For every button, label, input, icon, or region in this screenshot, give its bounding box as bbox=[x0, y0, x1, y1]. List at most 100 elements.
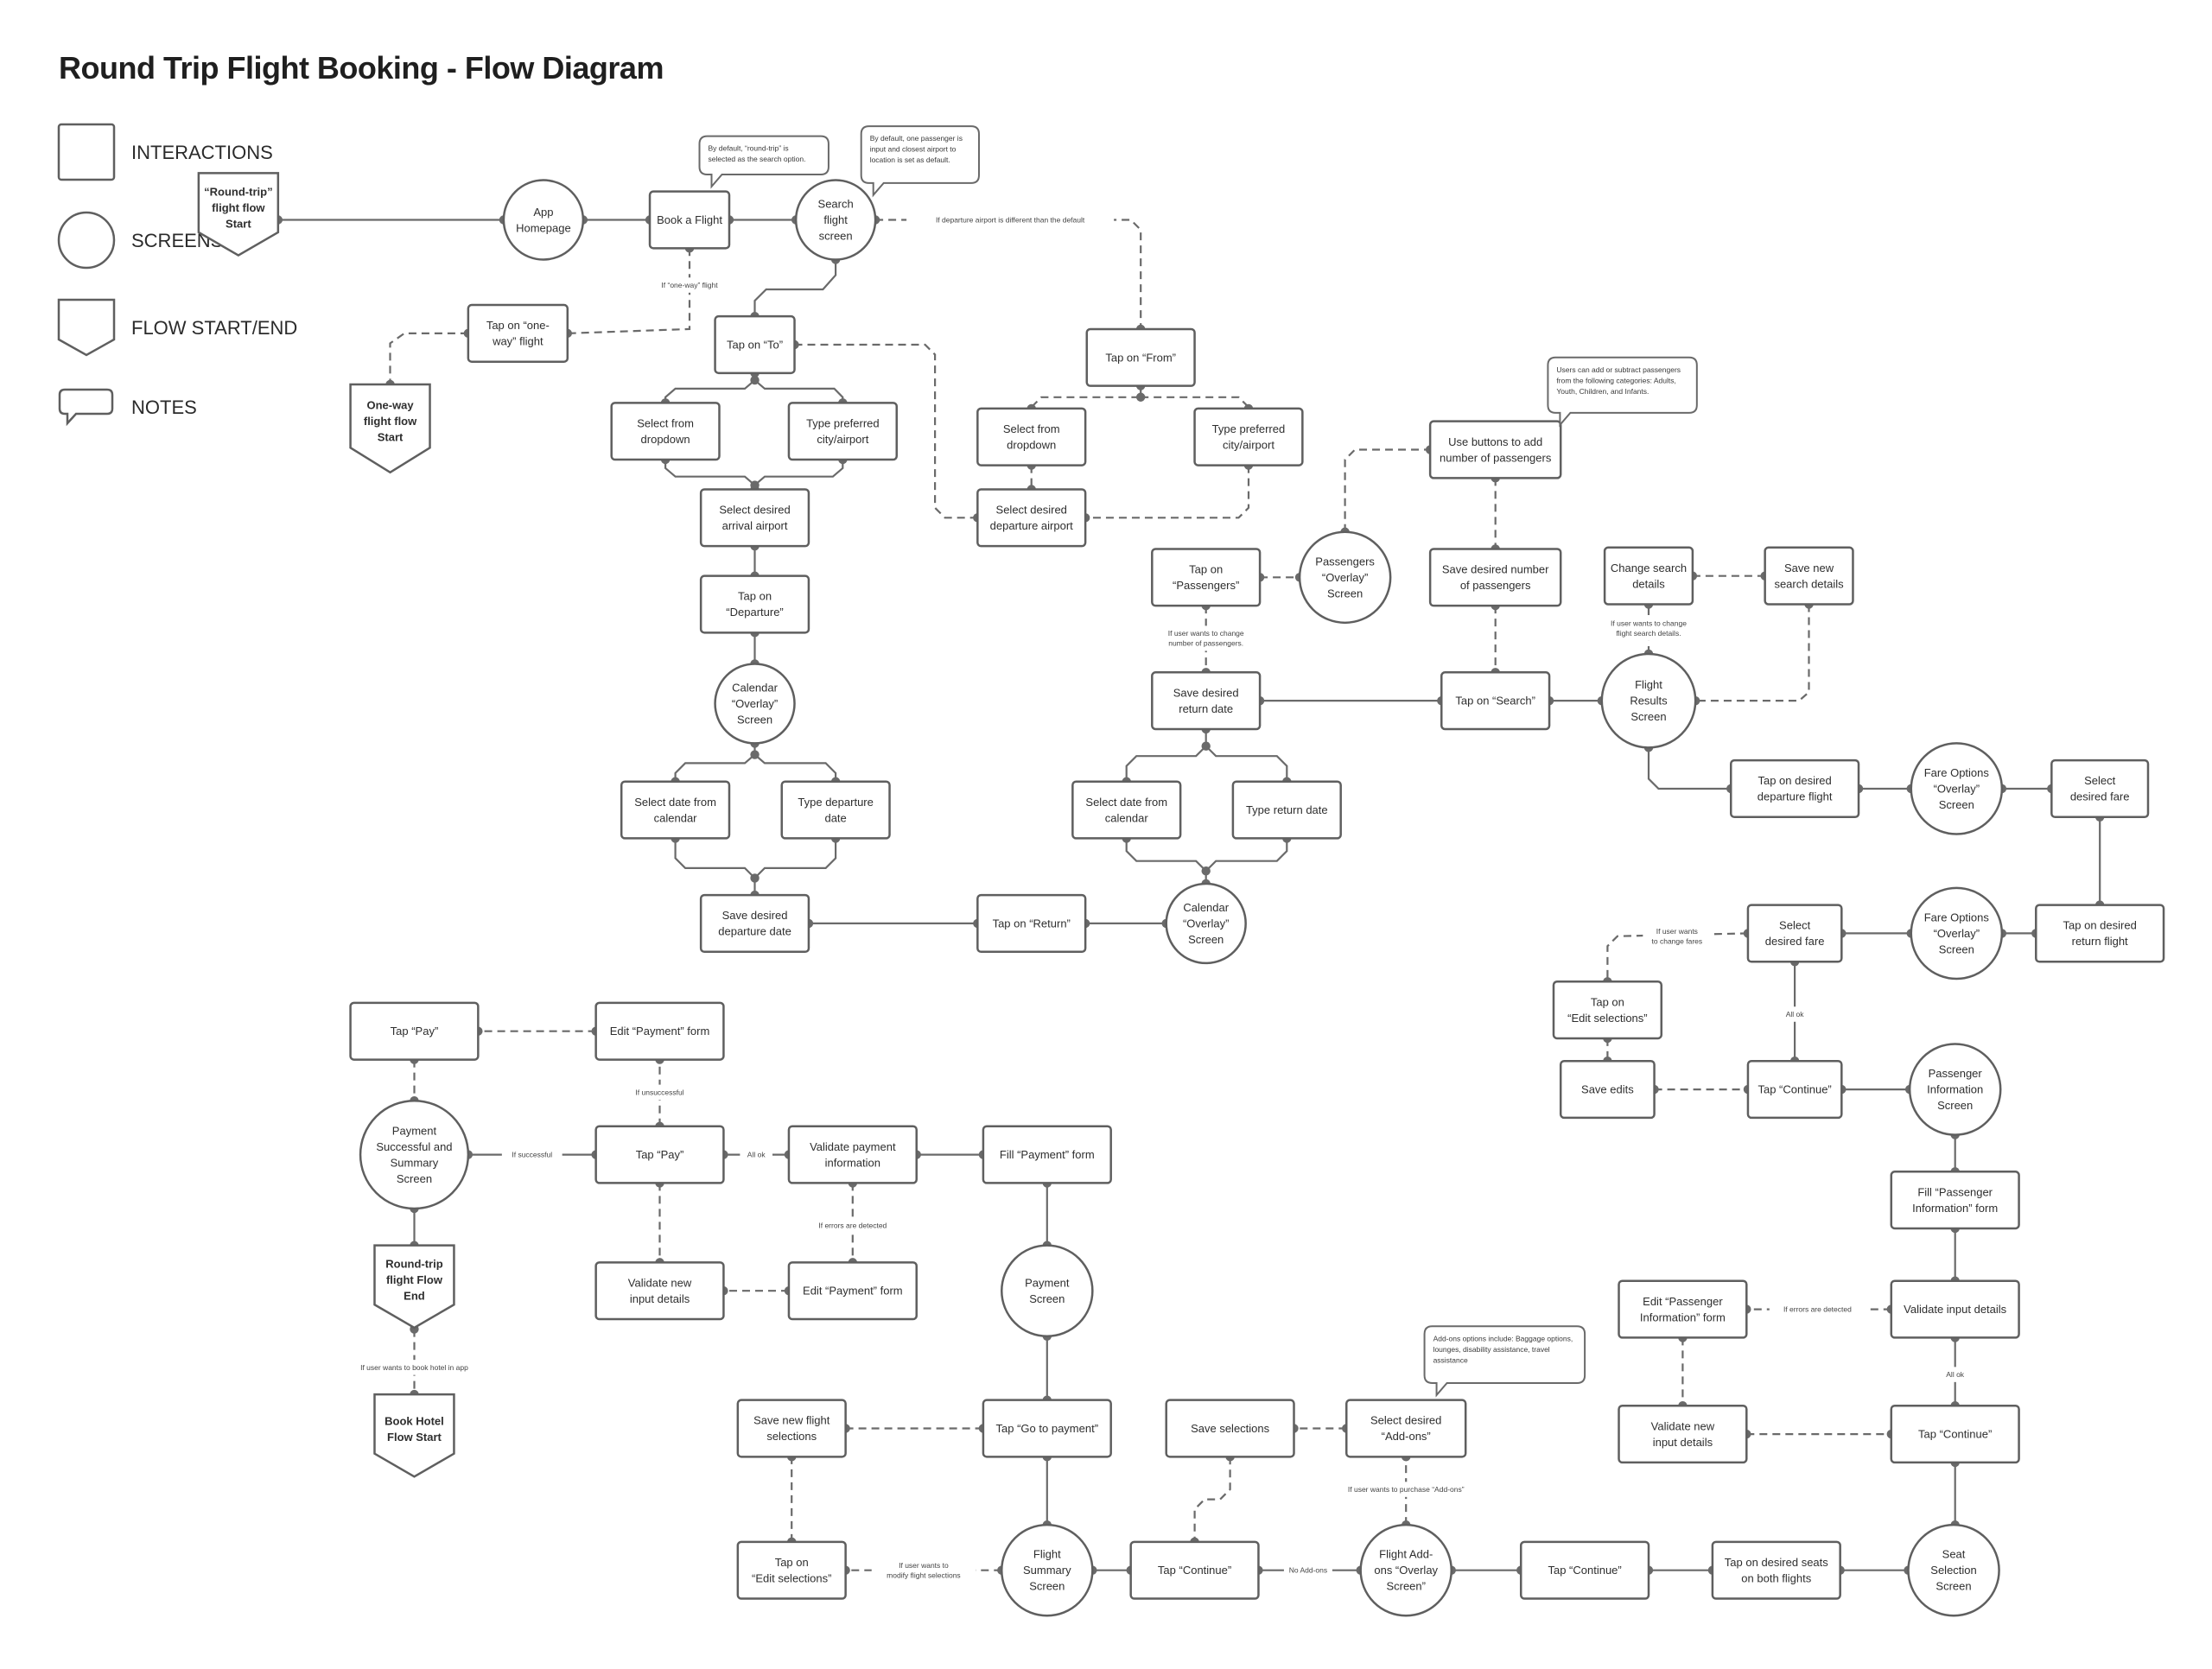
node-label: Information” form bbox=[1912, 1202, 1998, 1215]
node-tap-return: Tap on “Return” bbox=[976, 893, 1087, 954]
node-label: date bbox=[824, 811, 846, 824]
legend-label: NOTES bbox=[131, 397, 197, 418]
node-label: Tap on “From” bbox=[1105, 351, 1176, 364]
action-box bbox=[787, 1125, 918, 1184]
node-label: Passengers bbox=[1315, 555, 1375, 568]
node-label: Use buttons to add bbox=[1448, 435, 1542, 448]
action-box bbox=[1151, 671, 1262, 731]
node-label: Selection bbox=[1930, 1564, 1976, 1577]
edge-label-text: All ok bbox=[747, 1151, 766, 1159]
node-label: Book a Flight bbox=[657, 213, 722, 226]
edge-label-text: to change fares bbox=[1652, 936, 1703, 945]
node-label: number of passengers bbox=[1440, 451, 1552, 464]
edge-label-text: If user wants to book hotel in app bbox=[360, 1363, 468, 1372]
node-label: Select from bbox=[1003, 422, 1060, 435]
edge-label-text: All ok bbox=[1786, 1010, 1805, 1019]
node-label: flight flow bbox=[364, 415, 417, 428]
node-save-edits: Save edits bbox=[1559, 1059, 1656, 1120]
connector bbox=[753, 259, 837, 317]
edge-label-bg bbox=[1332, 1482, 1480, 1497]
node-tap-edit-sel2: Tap on“Edit selections” bbox=[736, 1540, 847, 1600]
note-bubble bbox=[860, 125, 980, 198]
node-label: departure flight bbox=[1758, 790, 1833, 803]
dashed-connector bbox=[567, 248, 691, 334]
legend-circle-icon bbox=[57, 211, 116, 270]
node-tap-search: Tap on “Search” bbox=[1440, 671, 1551, 731]
node-label: Flow Start bbox=[387, 1431, 442, 1444]
node-label: “Round-trip” bbox=[204, 185, 272, 198]
node-label: information bbox=[825, 1156, 880, 1169]
edge-label-all-ok-2: All ok bbox=[1938, 1367, 1972, 1382]
connector bbox=[753, 753, 837, 782]
node-label: Screen bbox=[1936, 1580, 1971, 1593]
action-box bbox=[620, 780, 731, 840]
node-tap-edit-sel1: Tap on“Edit selections” bbox=[1552, 980, 1663, 1040]
connector bbox=[753, 838, 837, 879]
edge-label-book-hotel: If user wants to book hotel in app bbox=[342, 1360, 486, 1375]
node-label: city/airport bbox=[1223, 438, 1274, 451]
dashed-connector bbox=[389, 332, 468, 384]
node-label: dropdown bbox=[1007, 438, 1056, 451]
edge-label-bg bbox=[740, 1146, 772, 1163]
node-label: Type return date bbox=[1246, 803, 1328, 816]
node-label: Screen bbox=[1939, 942, 1974, 955]
node-tap-oneway: Tap on “one-way” flight bbox=[467, 303, 569, 363]
node-label: Tap on “Search” bbox=[1455, 695, 1535, 708]
dashed-connector bbox=[875, 219, 1142, 329]
edge-label-bg bbox=[626, 1084, 695, 1101]
node-label: Select desired bbox=[719, 504, 790, 517]
node-label: Screen bbox=[1029, 1580, 1065, 1593]
node-label: flight flow bbox=[212, 201, 265, 214]
node-label: Fill “Passenger bbox=[1917, 1185, 1993, 1198]
edge-label-dep-airport: If departure airport is different than t… bbox=[906, 212, 1115, 228]
action-box bbox=[780, 780, 891, 840]
node-fare-opts1: Fare Options“Overlay”Screen bbox=[1910, 742, 2004, 835]
edge-label-text: If errors are detected bbox=[1783, 1305, 1852, 1314]
node-tap-from: Tap on “From” bbox=[1085, 327, 1196, 387]
note-addons-options: Add-ons options include: Baggage options… bbox=[1423, 1325, 1586, 1398]
node-label: calendar bbox=[654, 811, 698, 824]
connector bbox=[674, 743, 756, 782]
node-tap-continue4: Tap “Continue” bbox=[1129, 1540, 1260, 1600]
node-type-city-from: Type preferred city/airport bbox=[1193, 407, 1304, 466]
node-label: Save new bbox=[1784, 562, 1834, 574]
node-label: Tap “Go to payment” bbox=[996, 1422, 1099, 1435]
note-bubble bbox=[698, 135, 830, 189]
node-label: Save selections bbox=[1191, 1422, 1270, 1435]
node-label: Type preferred bbox=[1212, 422, 1286, 435]
node-label: flight Flow bbox=[386, 1273, 443, 1286]
dashed-connector bbox=[1193, 1456, 1231, 1542]
edge-label-text: If departure airport is different than t… bbox=[936, 216, 1085, 225]
edge-label-bg bbox=[871, 1558, 976, 1583]
action-box bbox=[594, 1261, 725, 1321]
node-label: Select date from bbox=[634, 796, 716, 809]
node-label: ons “Overlay bbox=[1374, 1564, 1438, 1577]
action-box bbox=[1746, 1059, 1843, 1120]
action-box bbox=[1552, 980, 1663, 1040]
action-box bbox=[982, 1399, 1112, 1458]
node-label: Passenger bbox=[1929, 1067, 1983, 1080]
connector bbox=[1125, 838, 1207, 884]
node-label: search details bbox=[1774, 577, 1844, 590]
action-box bbox=[1711, 1540, 1841, 1600]
node-label: Fill “Payment” form bbox=[1000, 1148, 1095, 1161]
node-label: Payment bbox=[1025, 1276, 1070, 1289]
node-label: Screen bbox=[1188, 933, 1224, 946]
node-label: Validate input details bbox=[1904, 1303, 2007, 1316]
node-label: Fare Options bbox=[1924, 766, 1990, 779]
connector-dot bbox=[1135, 392, 1146, 402]
action-box bbox=[610, 402, 721, 461]
